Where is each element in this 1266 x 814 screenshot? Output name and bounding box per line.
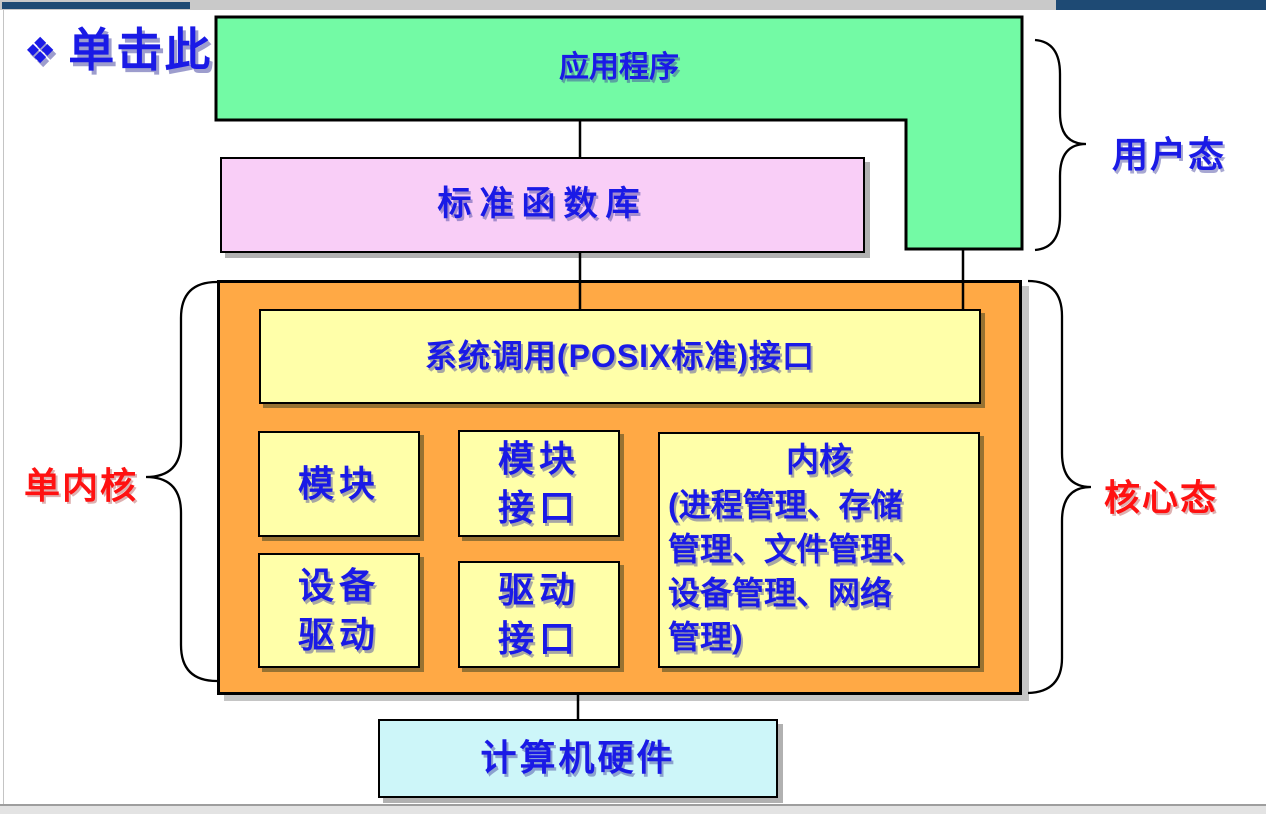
top-edge-strip [0,0,1266,10]
stdlib-box: 标准函数库 [220,157,865,253]
user-mode-brace [1034,38,1087,252]
hardware-label: 计算机硬件 [480,737,676,779]
hardware-box: 计算机硬件 [378,719,778,798]
bottom-edge-strip [0,806,1266,814]
device-driver-box: 设备 驱动 [258,553,420,668]
module-box: 模块 [258,431,420,537]
device-driver-label: 设备 驱动 [297,564,380,655]
module-label: 模块 [297,462,380,504]
top-border-left-segment [2,2,190,9]
monolithic-brace [145,280,218,683]
kernel-mode-annotation: 核心态 [1104,477,1219,518]
kernel-mode-brace [1027,279,1092,695]
kernel-title: 内核 [786,441,852,478]
slide-title: ❖ 单击此 [24,14,212,80]
slide-title-text: 单击此 [68,24,213,76]
application-box: 应用程序 [216,17,1022,120]
top-border-right-segment [1056,0,1266,10]
monolithic-kernel-annotation: 单内核 [24,465,139,506]
module-interface-box: 模块 接口 [458,430,620,537]
user-mode-annotation: 用户态 [1112,134,1227,175]
kernel-body: (进程管理、存储 管理、文件管理、 设备管理、网络 管理) [668,486,925,656]
slide-bottom-edge [0,804,1266,806]
application-label: 应用程序 [559,51,679,85]
syscall-interface-box: 系统调用(POSIX标准)接口 [259,309,981,404]
stdlib-label: 标准函数库 [437,185,648,224]
syscall-interface-label: 系统调用(POSIX标准)接口 [424,337,816,374]
module-interface-label: 模块 接口 [497,437,580,528]
driver-interface-label: 驱动 接口 [497,568,580,659]
slide-left-edge [3,10,4,804]
diamond-bullet-icon: ❖ [24,30,57,71]
kernel-box: 内核 (进程管理、存储 管理、文件管理、 设备管理、网络 管理) [658,432,980,668]
driver-interface-box: 驱动 接口 [458,561,620,668]
